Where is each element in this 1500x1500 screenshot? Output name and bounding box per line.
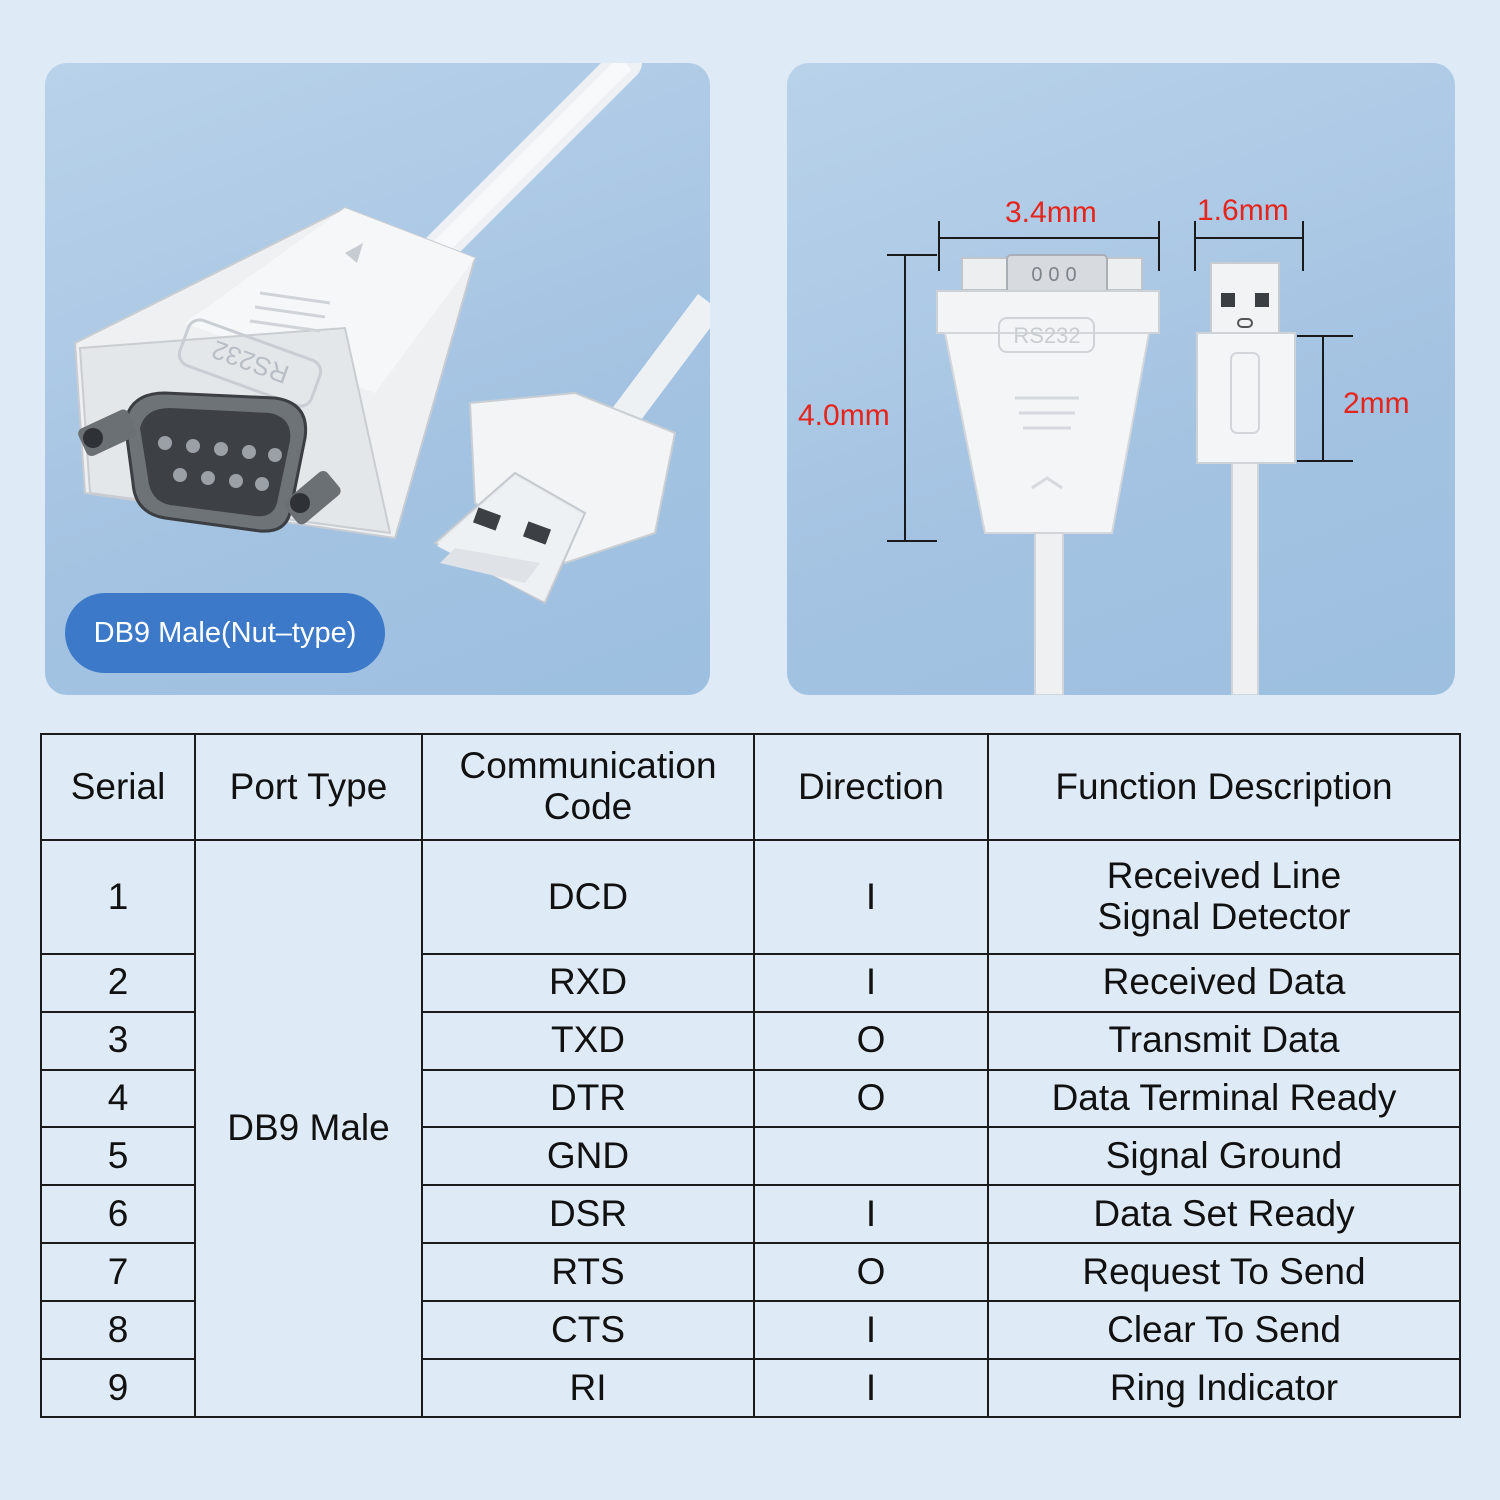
db9-connector: RS232 xyxy=(73,206,477,540)
cell-direction: I xyxy=(753,1184,989,1245)
usb-width-label: 1.6mm xyxy=(1197,194,1289,227)
db9-side-view: 000 RS232 xyxy=(936,254,1160,695)
cell-direction: I xyxy=(753,952,989,1013)
db9-usb-cable-illustration: RS232 xyxy=(73,63,710,605)
cell-direction: I xyxy=(753,1300,989,1360)
usb-side-view xyxy=(1196,262,1296,695)
hex-nut-right xyxy=(284,470,341,525)
cell-code: DTR xyxy=(421,1068,755,1129)
header-communication-code: Communication Code xyxy=(421,733,755,841)
cell-direction: I xyxy=(753,839,989,955)
table-row: 6 DSR I Data Set Ready xyxy=(40,1184,1461,1245)
cell-direction: O xyxy=(753,1010,989,1071)
db9-width-label: 3.4mm xyxy=(1005,196,1097,229)
hex-nut-left xyxy=(78,409,137,457)
db9-height-label: 4.0mm xyxy=(798,399,890,432)
cell-code: DCD xyxy=(421,839,755,955)
usb-a-connector xyxy=(433,391,677,605)
cell-direction: I xyxy=(753,1358,989,1418)
table-row: 9 RI I Ring Indicator xyxy=(40,1358,1461,1418)
cell-code: DSR xyxy=(421,1184,755,1245)
header-function-description: Function Description xyxy=(987,733,1461,841)
header-serial: Serial xyxy=(40,733,196,841)
table-row: 1 DB9 Male DCD I Received Line Signal De… xyxy=(40,839,1461,1418)
table-row: 4 DTR O Data Terminal Ready xyxy=(40,1068,1461,1129)
cell-description: Data Set Ready xyxy=(987,1184,1461,1245)
cell-serial: 8 xyxy=(40,1300,196,1360)
pinout-table: Serial Port Type Communication Code Dire… xyxy=(40,733,1461,1418)
cell-description: Data Terminal Ready xyxy=(987,1068,1461,1129)
table-row: 5 GND Signal Ground xyxy=(40,1126,1461,1187)
dimension-lines xyxy=(887,221,1353,542)
table-row: 8 CTS I Clear To Send xyxy=(40,1300,1461,1360)
cell-direction: O xyxy=(753,1068,989,1129)
product-photo-panel: RS232 xyxy=(45,63,710,695)
dimension-drawing: 000 RS232 xyxy=(887,221,1353,695)
rs232-emboss-side: RS232 xyxy=(1013,323,1080,348)
cell-description: Request To Send xyxy=(987,1242,1461,1303)
dimension-panel: 000 RS232 xyxy=(787,63,1455,695)
cell-description: Clear To Send xyxy=(987,1300,1461,1360)
cell-description: Received Line Signal Detector xyxy=(987,839,1461,955)
header-port-type: Port Type xyxy=(194,733,423,841)
cell-serial: 6 xyxy=(40,1184,196,1245)
cell-code: GND xyxy=(421,1126,755,1187)
table-row: 3 TXD O Transmit Data xyxy=(40,1010,1461,1071)
cell-description: Signal Ground xyxy=(987,1126,1461,1187)
cell-port-type: DB9 Male xyxy=(194,839,423,1418)
cell-code: CTS xyxy=(421,1300,755,1360)
cell-code: TXD xyxy=(421,1010,755,1071)
table-row: 7 RTS O Request To Send xyxy=(40,1242,1461,1303)
cell-serial: 5 xyxy=(40,1126,196,1187)
cell-serial: 9 xyxy=(40,1358,196,1418)
cell-description: Transmit Data xyxy=(987,1010,1461,1071)
svg-text:000: 000 xyxy=(1031,264,1082,286)
usb-height-label: 2mm xyxy=(1343,387,1410,420)
cell-description: Ring Indicator xyxy=(987,1358,1461,1418)
cell-code: RTS xyxy=(421,1242,755,1303)
cell-serial: 2 xyxy=(40,952,196,1013)
cell-description: Received Data xyxy=(987,952,1461,1013)
cell-direction: O xyxy=(753,1242,989,1303)
cell-code: RXD xyxy=(421,952,755,1013)
cell-serial: 3 xyxy=(40,1010,196,1071)
table-header-row: Serial Port Type Communication Code Dire… xyxy=(40,733,1461,841)
cell-direction xyxy=(753,1126,989,1187)
table-row: 2 RXD I Received Data xyxy=(40,952,1461,1013)
cell-serial: 1 xyxy=(40,839,196,955)
product-type-badge: DB9 Male(Nut–type) xyxy=(65,593,385,673)
cell-code: RI xyxy=(421,1358,755,1418)
cell-serial: 4 xyxy=(40,1068,196,1129)
cell-serial: 7 xyxy=(40,1242,196,1303)
header-direction: Direction xyxy=(753,733,989,841)
